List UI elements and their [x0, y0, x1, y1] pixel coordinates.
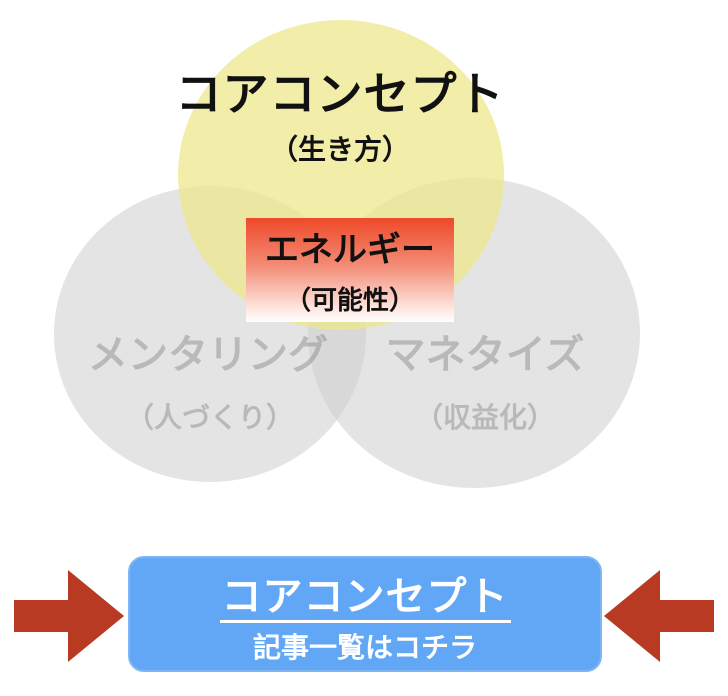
right-arrow-icon — [14, 570, 124, 662]
cta-subtitle: 記事一覧はコチラ — [252, 631, 477, 664]
energy-box — [246, 218, 454, 322]
cta-title: コアコンセプト — [130, 564, 600, 623]
core-concept-articles-button[interactable]: コアコンセプト 記事一覧はコチラ — [128, 556, 602, 672]
mentoring-subtitle: （人づくり） — [125, 401, 294, 434]
monetize-subtitle: （収益化） — [414, 401, 555, 434]
energy-title: エネルギー — [265, 230, 435, 270]
mentoring-title: メンタリング — [88, 332, 328, 378]
monetize-title: マネタイズ — [385, 332, 585, 378]
core-concept-subtitle: （生き方） — [269, 133, 410, 166]
venn-diagram: コアコンセプト （生き方） メンタリング （人づくり） マネタイズ （収益化） … — [54, 20, 640, 488]
core-concept-title: コアコンセプト — [175, 67, 505, 121]
left-arrow-icon — [604, 570, 714, 662]
energy-subtitle: （可能性） — [284, 286, 415, 316]
